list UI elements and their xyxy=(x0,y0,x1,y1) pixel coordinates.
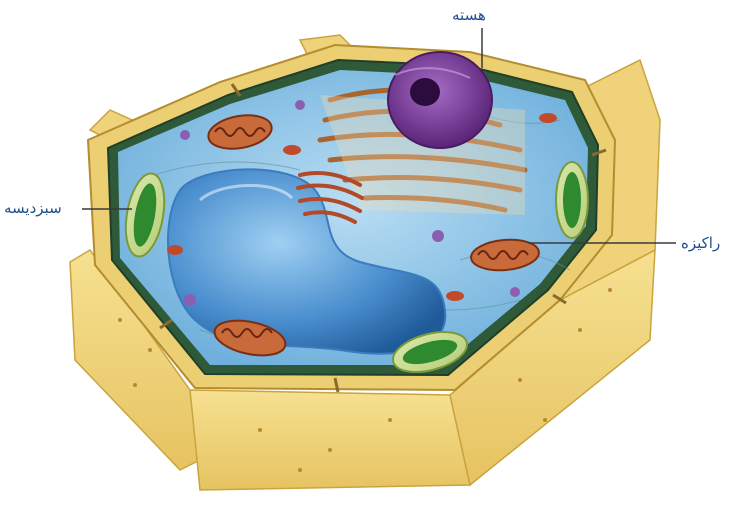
nucleus xyxy=(388,52,492,148)
nucleus-label: هسته xyxy=(452,6,486,24)
chloroplast-right xyxy=(556,162,588,238)
mitochondrion-label: راکیزه xyxy=(681,234,720,252)
chloroplast-label: سبزدیسه xyxy=(4,199,62,217)
